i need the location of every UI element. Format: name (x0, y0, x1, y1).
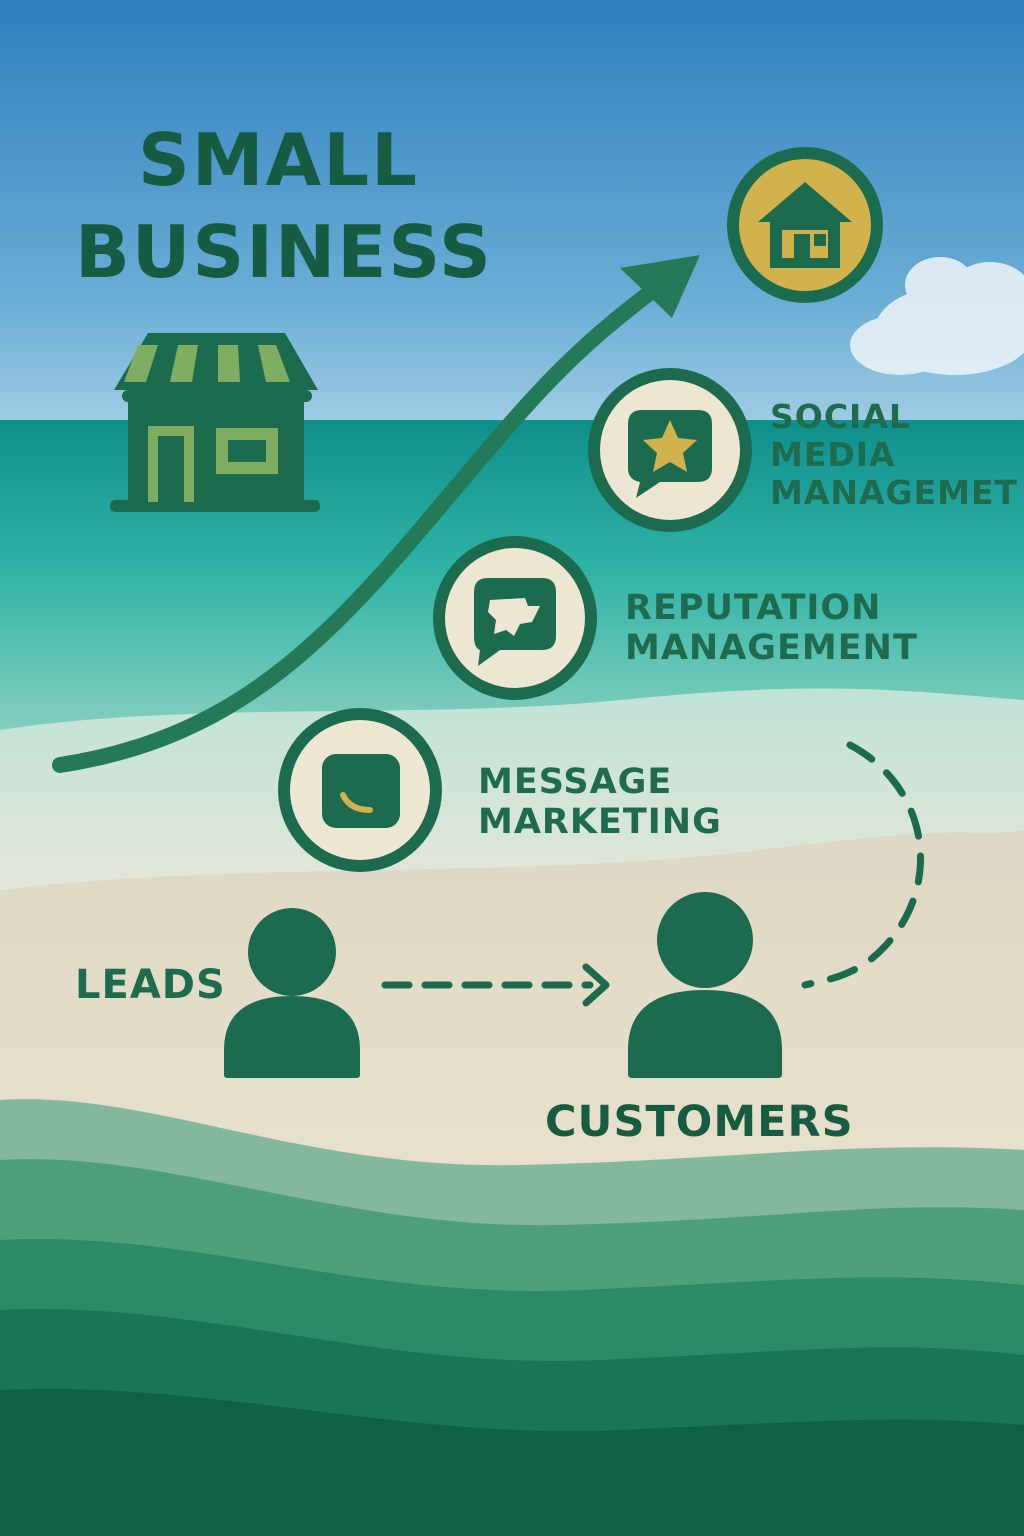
leads-person-icon (224, 908, 360, 1078)
reputation-label-line-1: REPUTATION (625, 588, 882, 628)
storefront-icon (110, 333, 320, 512)
leads-label: LEADS (75, 962, 226, 1008)
message-marketing-label-line-1: MESSAGE (478, 762, 673, 802)
message-marketing-label: MESSAGE MARKETING (478, 762, 722, 843)
customers-label: CUSTOMERS (545, 1097, 854, 1147)
growth-arrow-head (620, 255, 700, 318)
message-marketing-label-line-2: MARKETING (478, 802, 722, 843)
map-chat-icon (433, 536, 597, 700)
social-media-label: SOCIAL MEDIA MANAGEMET (770, 398, 1018, 512)
customers-person-icon (628, 892, 782, 1078)
star-chat-icon (588, 368, 752, 532)
sand-background (0, 830, 1024, 1200)
home-goal-icon (727, 147, 883, 303)
title-line-2: BUSINESS (75, 210, 493, 294)
retention-loop-arrow (801, 741, 925, 989)
social-media-label-line-1: SOCIAL (770, 397, 911, 436)
bottom-waves (0, 1099, 1024, 1536)
social-media-label-line-3: MANAGEMET (770, 472, 1019, 512)
social-media-label-line-2: MEDIA (770, 434, 896, 474)
leads-to-customers-arrow-head (582, 963, 610, 1007)
title-line-1: SMALL (138, 118, 419, 202)
surf-foam (0, 688, 1024, 900)
reputation-label: REPUTATION MANAGEMENT (625, 588, 918, 669)
phone-icon (278, 708, 442, 872)
growth-arrow (52, 277, 668, 773)
cloud (850, 257, 1024, 375)
reputation-label-line-2: MANAGEMENT (625, 628, 918, 669)
